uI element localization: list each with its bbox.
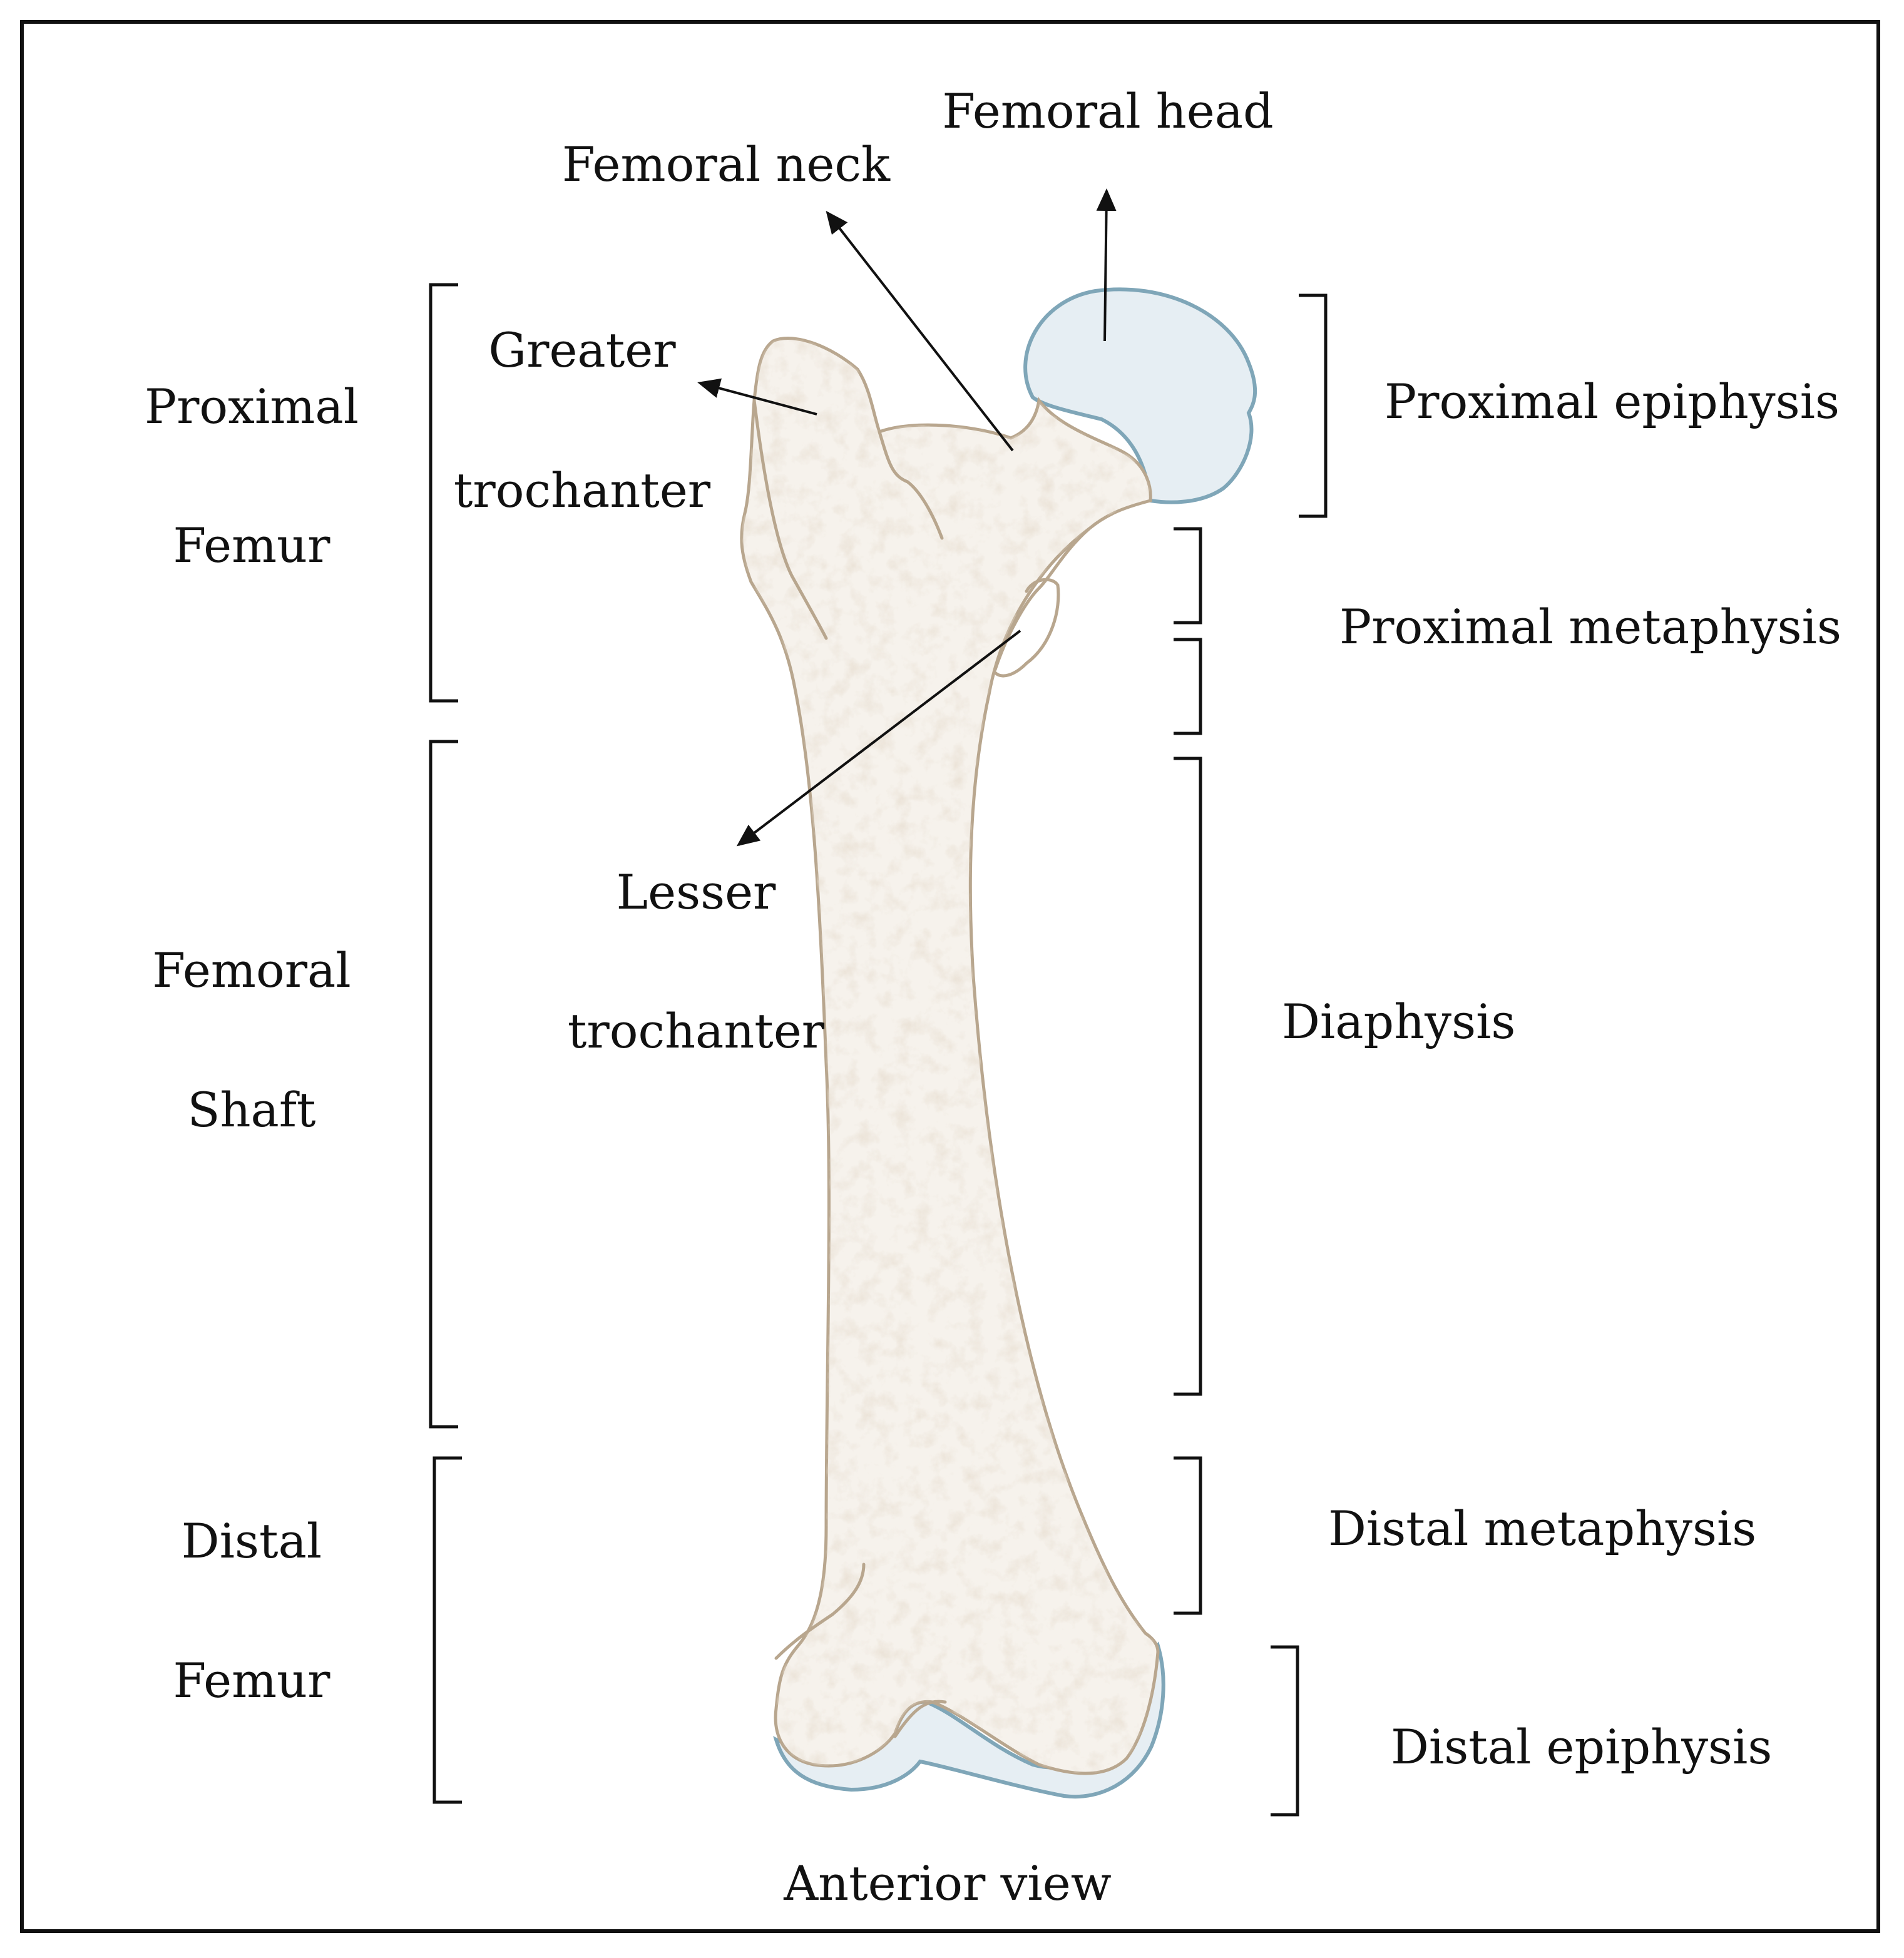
lateral-epicondyle-line — [774, 1563, 866, 1660]
bracket-diaphysis — [1174, 757, 1202, 1396]
bracket-proximal-femur — [429, 283, 458, 703]
right-brackets — [1174, 293, 1328, 1817]
label-femoral-head: Femoral head — [942, 83, 1274, 139]
label-distal-femur: Femur — [173, 1653, 330, 1708]
bracket-femoral-shaft — [429, 740, 458, 1429]
femoral-head-cartilage — [1023, 287, 1257, 504]
bracket-proximal-metaphysis-lower — [1174, 638, 1202, 735]
trochanter-ridge — [878, 430, 944, 540]
label-distal: Distal — [181, 1513, 322, 1569]
bracket-proximal-epiphysis — [1299, 293, 1328, 518]
bracket-distal-femur — [432, 1456, 462, 1804]
label-proximal-epiphysis: Proximal epiphysis — [1384, 374, 1840, 429]
label-greater: Greater — [488, 322, 676, 378]
pointer-arrows — [697, 188, 1117, 847]
label-femoral: Femoral — [152, 942, 351, 998]
bone-texture — [741, 338, 1158, 1773]
bracket-distal-epiphysis — [1271, 1645, 1299, 1817]
label-distal-metaphysis: Distal metaphysis — [1328, 1501, 1757, 1556]
lesser-trochanter-contour — [993, 578, 1060, 678]
arrow-femoral-head — [1096, 188, 1117, 342]
intercondylar-line — [893, 1700, 947, 1738]
medial-shaft-line — [993, 527, 1091, 671]
left-brackets — [429, 283, 462, 1804]
bone-contours — [752, 399, 1091, 1738]
label-diaphysis: Diaphysis — [1282, 994, 1516, 1049]
label-lesser-trochanter: trochanter — [567, 1003, 825, 1059]
label-greater-trochanter: trochanter — [453, 462, 711, 518]
label-femoral-neck: Femoral neck — [561, 136, 891, 192]
intertrochanteric-line — [752, 399, 828, 640]
bracket-proximal-metaphysis-upper — [1174, 527, 1202, 625]
arrow-greater-trochanter — [697, 378, 817, 416]
caption-anterior-view: Anterior view — [784, 1855, 1112, 1911]
label-proximal-femur: Femur — [173, 518, 330, 573]
arrow-lesser-trochanter — [736, 630, 1021, 847]
label-proximal-metaphysis: Proximal metaphysis — [1339, 599, 1841, 655]
label-lesser: Lesser — [616, 864, 776, 920]
diagram-frame — [20, 20, 1880, 1933]
label-distal-epiphysis: Distal epiphysis — [1391, 1719, 1773, 1775]
label-shaft: Shaft — [187, 1082, 316, 1138]
bracket-distal-metaphysis — [1174, 1456, 1202, 1615]
label-proximal: Proximal — [144, 379, 359, 434]
arrow-femoral-neck — [826, 210, 1014, 452]
